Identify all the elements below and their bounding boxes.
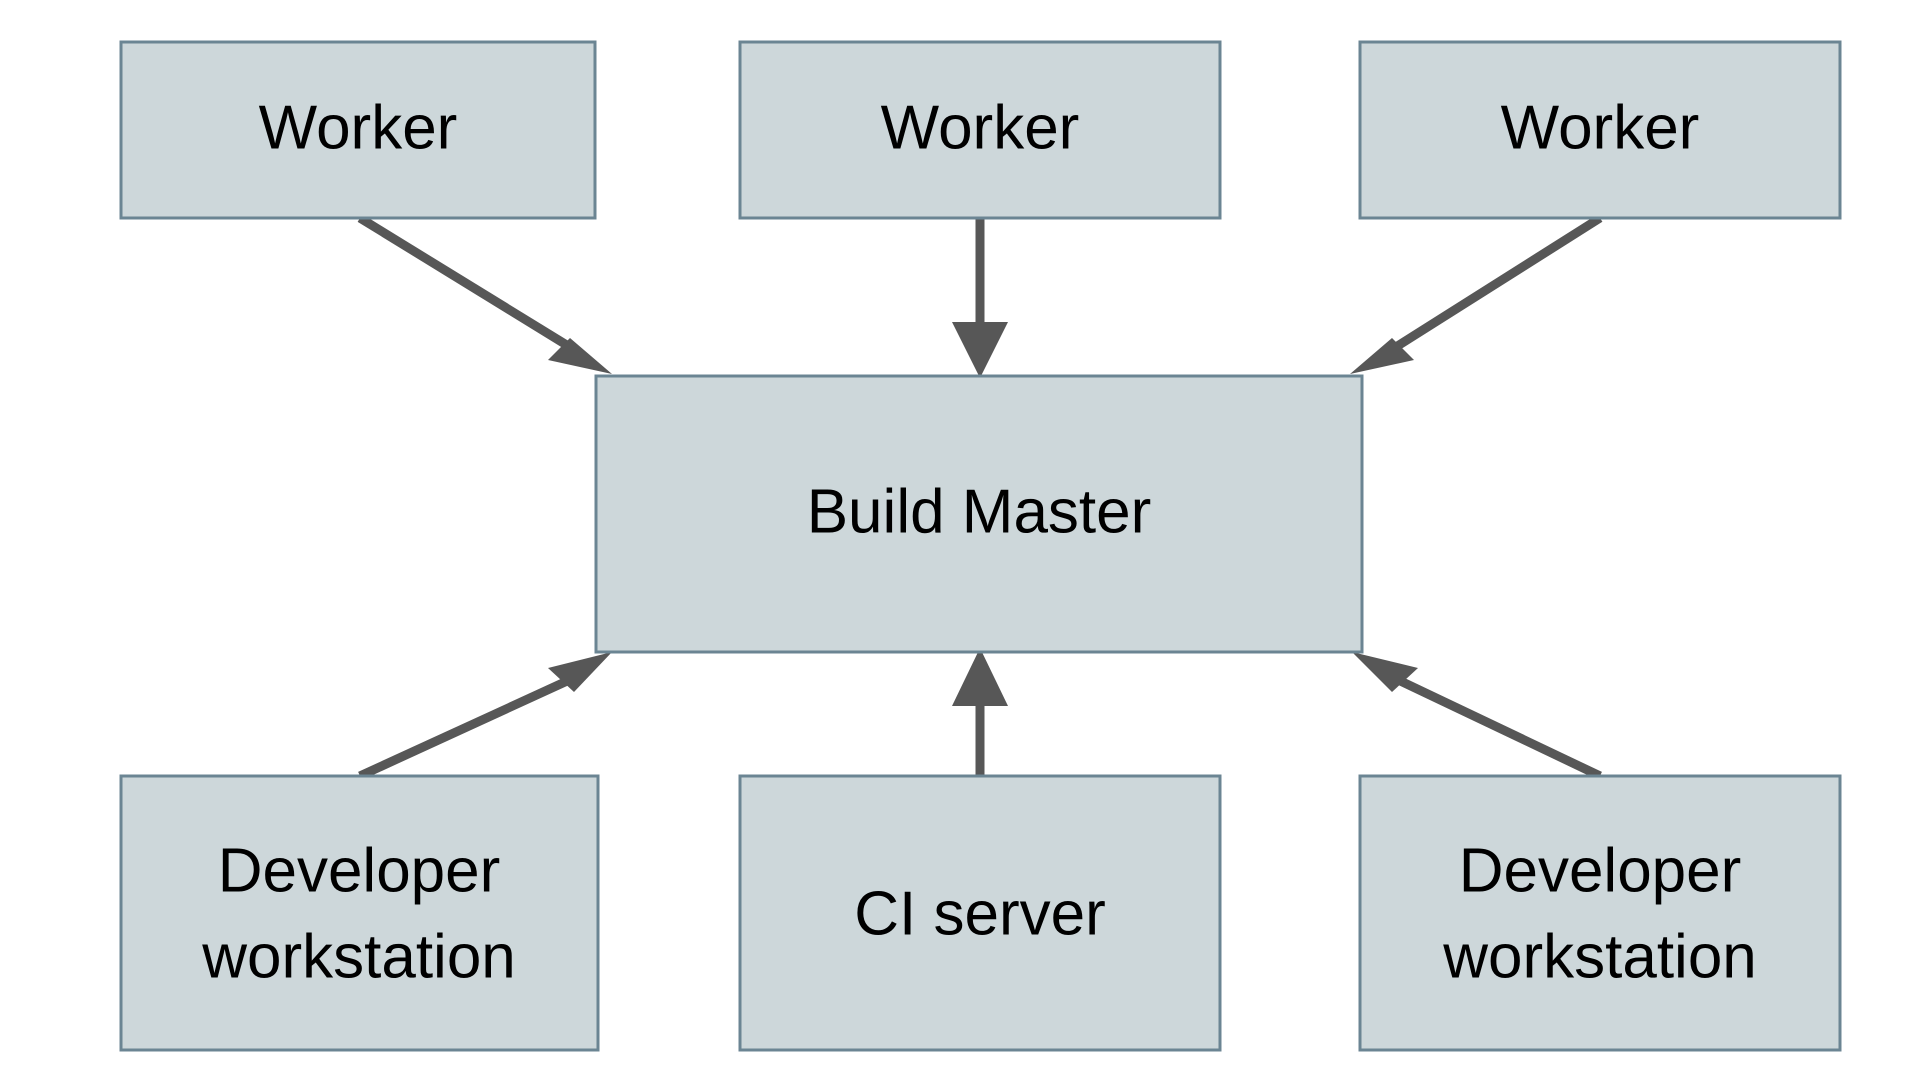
node-label: CI server xyxy=(854,879,1105,948)
node-worker-right[interactable]: Worker xyxy=(1358,40,1842,220)
node-worker-center[interactable]: Worker xyxy=(738,40,1222,220)
node-box xyxy=(738,40,1222,220)
node-developer-workstation-right[interactable]: Developer workstation xyxy=(1358,774,1842,1052)
edge-worker-left-to-build-master[interactable] xyxy=(357,214,612,374)
node-box xyxy=(738,774,1222,1052)
node-label: Worker xyxy=(1501,93,1700,162)
edge-line xyxy=(1388,671,1602,781)
node-layer: Worker Worker Worker Build Master Develo… xyxy=(119,40,1842,1052)
node-label-line-1: Developer xyxy=(218,836,501,905)
node-build-master[interactable]: Build Master xyxy=(594,374,1364,654)
arrowhead-icon xyxy=(952,648,1008,706)
node-worker-left[interactable]: Worker xyxy=(119,40,597,220)
edge-developer-workstation-right-to-build-master[interactable] xyxy=(1352,652,1602,781)
edge-line xyxy=(358,671,580,781)
node-label: Build Master xyxy=(807,477,1152,546)
node-box xyxy=(594,374,1364,654)
arrowhead-icon xyxy=(548,338,612,374)
edge-layer xyxy=(357,214,1603,790)
node-label: Worker xyxy=(259,93,458,162)
edge-worker-center-to-build-master[interactable] xyxy=(952,218,1008,378)
node-label-line-2: workstation xyxy=(201,922,516,991)
edge-ci-server-to-build-master[interactable] xyxy=(952,648,1008,790)
edge-line xyxy=(1385,214,1603,356)
arrowhead-icon xyxy=(1352,652,1418,692)
arrowhead-icon xyxy=(548,652,612,692)
edge-line xyxy=(357,214,581,356)
node-label-line-1: Developer xyxy=(1459,836,1742,905)
node-label: Worker xyxy=(881,93,1080,162)
node-box xyxy=(1358,774,1842,1052)
node-developer-workstation-left[interactable]: Developer workstation xyxy=(119,774,600,1052)
node-box xyxy=(1358,40,1842,220)
node-label-line-2: workstation xyxy=(1442,922,1757,991)
node-box xyxy=(119,774,600,1052)
edge-developer-workstation-left-to-build-master[interactable] xyxy=(358,652,612,781)
node-ci-server[interactable]: CI server xyxy=(738,774,1222,1052)
node-box xyxy=(119,40,597,220)
edge-worker-right-to-build-master[interactable] xyxy=(1350,214,1603,374)
arrowhead-icon xyxy=(952,322,1008,378)
arrowhead-icon xyxy=(1350,338,1414,374)
